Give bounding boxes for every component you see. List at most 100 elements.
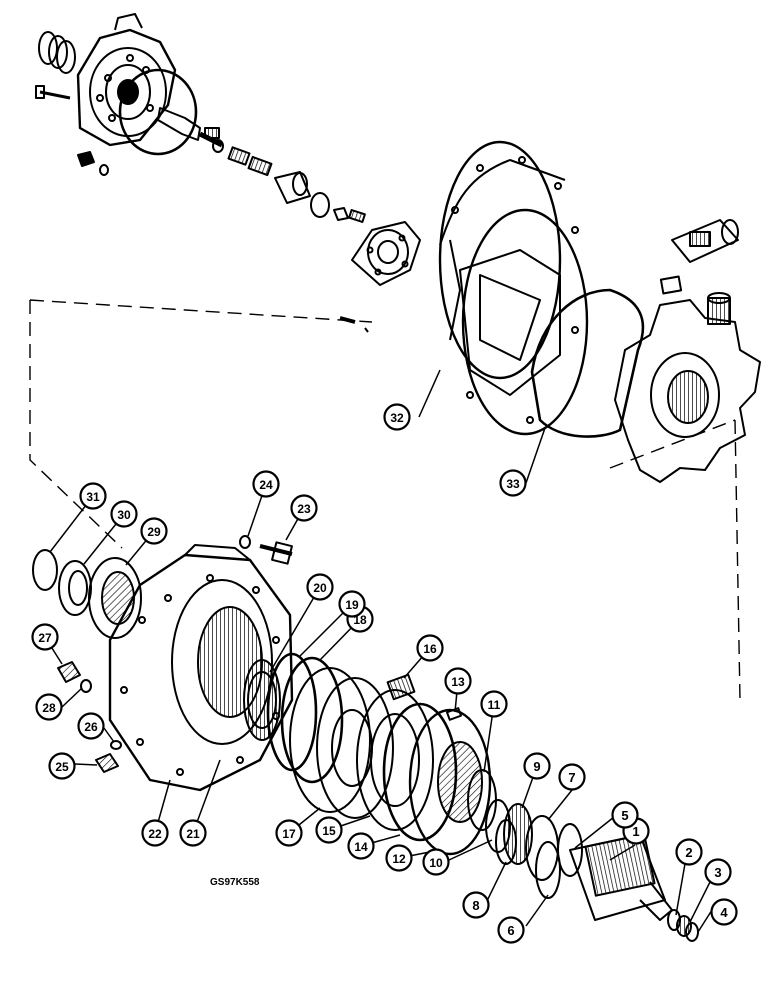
- part-3-nut: [676, 915, 692, 937]
- svg-text:27: 27: [38, 631, 52, 645]
- callout-29: 29: [140, 517, 168, 545]
- valve-cover-plate: [351, 221, 421, 286]
- part-6-ring: [535, 841, 561, 899]
- svg-text:30: 30: [117, 508, 131, 522]
- svg-text:23: 23: [297, 502, 311, 516]
- svg-text:26: 26: [84, 720, 98, 734]
- part-9-bearing: [503, 803, 533, 865]
- svg-text:2: 2: [685, 845, 692, 860]
- svg-text:12: 12: [392, 852, 406, 866]
- part-23-bolt: [259, 541, 293, 565]
- callout-22: 22: [141, 819, 169, 847]
- valve-spool-shaft: [157, 107, 224, 148]
- part-25-plug: [95, 753, 119, 773]
- callouts: 1 2 3 4 5 6 7 8 9 10 11 12 13 14 15 16 1…: [31, 403, 738, 944]
- part-13-key: [445, 707, 463, 721]
- top-bolt: [35, 85, 71, 100]
- svg-text:14: 14: [354, 840, 368, 854]
- part-19-o-ring: [266, 652, 318, 772]
- callout-11: 11: [480, 690, 508, 718]
- svg-text:17: 17: [282, 827, 296, 841]
- part-1-spline-shaft: [569, 833, 673, 921]
- callout-30: 30: [110, 500, 138, 528]
- svg-text:29: 29: [147, 525, 161, 539]
- callout-4: 4: [710, 898, 738, 926]
- part-18-o-ring: [280, 656, 344, 784]
- callout-26: 26: [77, 712, 105, 740]
- callout-25: 25: [48, 752, 76, 780]
- svg-text:16: 16: [423, 642, 437, 656]
- svg-text:13: 13: [451, 675, 465, 689]
- top-small-plug: [77, 151, 109, 176]
- fitting-connector: [671, 219, 739, 263]
- part-24-washer: [239, 535, 251, 549]
- svg-text:11: 11: [488, 698, 501, 712]
- callout-28: 28: [35, 693, 63, 721]
- valve-piston: [274, 171, 311, 204]
- callout-20: 20: [306, 573, 334, 601]
- svg-text:15: 15: [322, 824, 336, 838]
- svg-text:21: 21: [186, 827, 200, 841]
- drum-seal-ring: [530, 288, 645, 438]
- svg-text:8: 8: [472, 898, 479, 913]
- callout-8: 8: [462, 891, 490, 919]
- part-5-clip: [557, 823, 583, 877]
- cam-rotor: [614, 299, 761, 483]
- callout-27: 27: [31, 623, 59, 651]
- callout-24: 24: [252, 470, 280, 498]
- part-31-snap-ring: [32, 549, 58, 591]
- svg-text:19: 19: [345, 598, 359, 612]
- part-17-piston: [289, 667, 394, 819]
- callout-16: 16: [416, 634, 444, 662]
- part-12-pressure-plate: [408, 708, 492, 856]
- part-8-ring: [495, 819, 517, 865]
- svg-text:33: 33: [506, 477, 520, 491]
- svg-text:4: 4: [720, 905, 728, 920]
- callout-23: 23: [290, 494, 318, 522]
- threaded-plug: [707, 292, 731, 325]
- part-27-plug: [57, 661, 81, 683]
- svg-text:24: 24: [259, 478, 273, 492]
- valve-clip-ring: [310, 192, 366, 223]
- svg-text:7: 7: [568, 770, 575, 785]
- callout-5: 5: [611, 801, 639, 829]
- diagram-reference-code: GS97K558: [210, 877, 260, 888]
- small-plate: [659, 275, 683, 295]
- callout-19: 19: [338, 590, 366, 618]
- svg-text:6: 6: [507, 923, 514, 938]
- svg-text:3: 3: [714, 865, 721, 880]
- svg-text:25: 25: [55, 760, 69, 774]
- svg-text:10: 10: [429, 856, 443, 870]
- callout-14: 14: [347, 832, 375, 860]
- svg-text:20: 20: [313, 581, 327, 595]
- callout-6: 6: [497, 916, 525, 944]
- callout-17: 17: [275, 819, 303, 847]
- motor-housing-drum: [438, 140, 589, 436]
- callout-7: 7: [558, 763, 586, 791]
- svg-text:31: 31: [86, 490, 100, 504]
- top-housing-flange: [76, 13, 177, 147]
- callout-33: 33: [499, 469, 527, 497]
- callout-32: 32: [383, 403, 411, 431]
- svg-text:28: 28: [42, 701, 56, 715]
- svg-text:22: 22: [148, 827, 162, 841]
- callout-15: 15: [315, 816, 343, 844]
- callout-3: 3: [704, 858, 732, 886]
- callout-2: 2: [675, 838, 703, 866]
- svg-text:32: 32: [390, 411, 404, 425]
- callout-31: 31: [79, 482, 107, 510]
- svg-text:9: 9: [533, 759, 540, 774]
- part-15-disc: [356, 689, 434, 831]
- svg-text:1: 1: [632, 824, 639, 839]
- callout-12: 12: [385, 844, 413, 872]
- svg-text:5: 5: [621, 808, 628, 823]
- callout-21: 21: [179, 819, 207, 847]
- valve-springs: [212, 139, 273, 177]
- assembly-dashed-line: [29, 299, 741, 701]
- callout-10: 10: [422, 848, 450, 876]
- part-26-o-ring: [110, 740, 122, 750]
- top-o-ring: [118, 68, 198, 156]
- part-30-seal: [58, 560, 92, 616]
- part-28-o-ring: [80, 679, 92, 693]
